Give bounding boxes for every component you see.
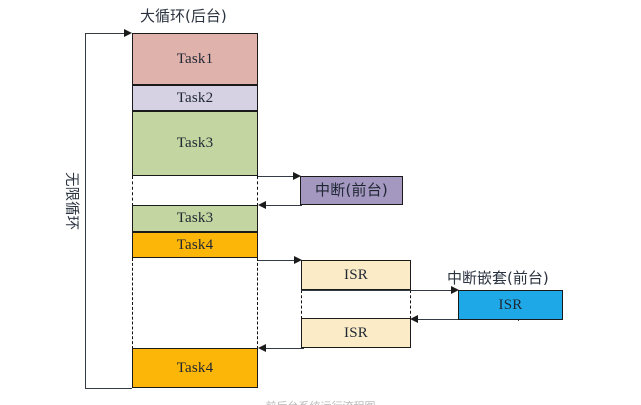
block-label: 中断(前台) xyxy=(315,181,388,199)
loop-left-line xyxy=(85,33,86,388)
block-label: Task4 xyxy=(176,236,214,253)
arrow-to-interrupt-head xyxy=(293,171,301,180)
dashed-guide-right-lower xyxy=(257,258,258,349)
arrow-to-interrupt-line xyxy=(258,176,294,177)
dashed-guide-left-lower xyxy=(132,258,133,349)
block-label: Task3 xyxy=(176,210,214,226)
block-isr-second[interactable]: ISR xyxy=(301,318,411,348)
block-isr-first[interactable]: ISR xyxy=(301,260,411,290)
dashed-guide-left-upper xyxy=(132,176,133,206)
label-infinite-loop: 无限循环 xyxy=(63,172,79,230)
arrow-from-nested-isr-riser xyxy=(518,319,519,321)
block-label: Task2 xyxy=(176,89,214,106)
block-task1[interactable]: Task1 xyxy=(132,33,258,85)
arrow-from-isr-line xyxy=(266,348,304,349)
arrow-from-interrupt-head xyxy=(258,200,266,209)
loop-bottom-line xyxy=(85,388,132,389)
arrow-to-isr-line xyxy=(258,260,295,261)
block-label: ISR xyxy=(344,266,368,283)
dashed-guide-right-upper xyxy=(257,176,258,206)
block-label: Task1 xyxy=(176,50,214,67)
arrow-to-isr-head xyxy=(294,255,302,264)
block-label: ISR xyxy=(498,296,523,313)
block-isr-nested[interactable]: ISR xyxy=(458,290,563,320)
block-task4-first[interactable]: Task4 xyxy=(132,232,258,258)
arrow-from-interrupt-line xyxy=(266,205,302,206)
block-task2[interactable]: Task2 xyxy=(132,85,258,111)
dashed-guide-isr-left xyxy=(301,290,302,319)
block-task3-first[interactable]: Task3 xyxy=(132,111,258,176)
block-interrupt[interactable]: 中断(前台) xyxy=(300,176,403,205)
arrow-from-nested-isr-head xyxy=(410,314,418,323)
bottom-caption: 前后台系统运行流程图 xyxy=(0,398,641,405)
arrow-to-nested-isr-head xyxy=(451,285,459,294)
dashed-guide-isr-right xyxy=(410,290,411,319)
loop-entry-arrowhead xyxy=(124,28,132,37)
arrow-to-nested-isr-line xyxy=(301,290,452,291)
label-nested-interrupt: 中断嵌套(前台) xyxy=(447,269,549,287)
block-label: Task4 xyxy=(176,359,214,376)
arrow-from-isr-head xyxy=(258,343,266,352)
title-background-loop: 大循环(后台) xyxy=(140,7,227,25)
loop-top-line xyxy=(85,33,129,34)
block-task4-last[interactable]: Task4 xyxy=(132,348,258,388)
block-label: Task3 xyxy=(176,135,214,151)
block-task3-second[interactable]: Task3 xyxy=(132,205,258,232)
block-label: ISR xyxy=(344,324,368,341)
